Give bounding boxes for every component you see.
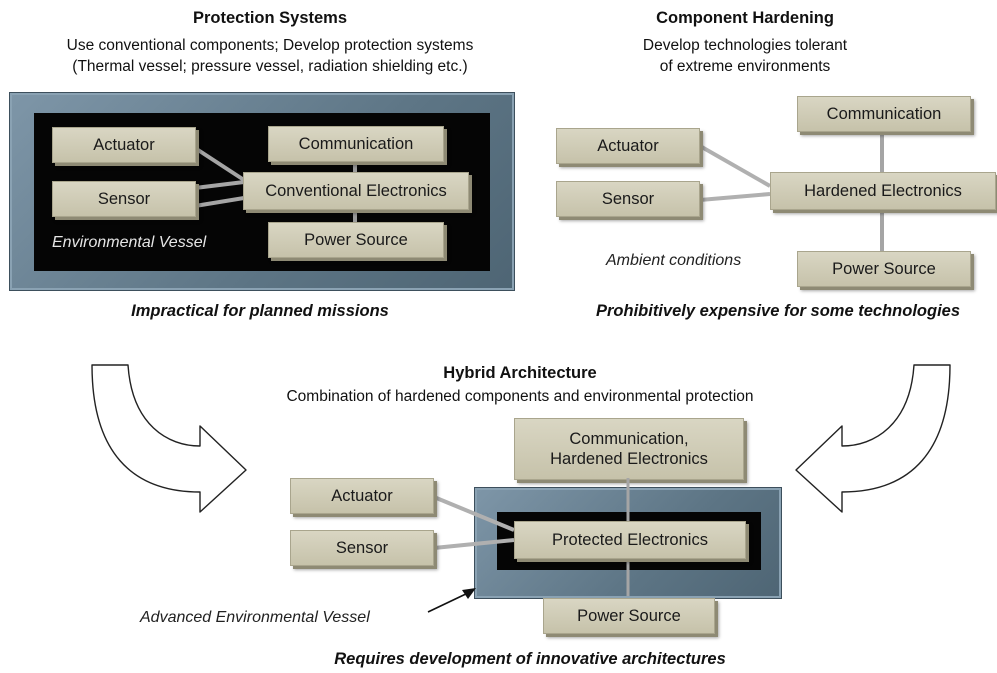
hybrid-sensor-box: Sensor <box>290 530 434 566</box>
protected-electronics-label: Protected Electronics <box>552 531 708 549</box>
hybrid-communication-label-line1: Communication, <box>569 430 689 448</box>
hybrid-communication-box: Communication, Hardened Electronics <box>514 418 744 480</box>
hardening-actuator-label: Actuator <box>597 137 659 155</box>
protection-subtitle-line1: Use conventional components; Develop pro… <box>66 37 474 54</box>
conventional-electronics-box: Conventional Electronics <box>243 172 469 210</box>
hardening-actuator-box: Actuator <box>556 128 700 164</box>
conventional-electronics-label: Conventional Electronics <box>265 182 447 200</box>
hybrid-communication-label-line2: Hardened Electronics <box>550 450 708 468</box>
sensor-box: Sensor <box>52 181 196 217</box>
vessel-pointer-arrowhead <box>462 588 476 599</box>
hybrid-caption: Requires development of innovative archi… <box>334 650 726 668</box>
actuator-box: Actuator <box>52 127 196 163</box>
protection-subtitle-line2: (Thermal vessel; pressure vessel, radiat… <box>72 58 468 75</box>
hardened-electronics-box: Hardened Electronics <box>770 172 996 210</box>
hardening-communication-label: Communication <box>826 105 942 123</box>
hybrid-actuator-box: Actuator <box>290 478 434 514</box>
hybrid-title: Hybrid Architecture <box>443 364 597 382</box>
hardening-sensor-box: Sensor <box>556 181 700 217</box>
hardening-subtitle-line2: of extreme environments <box>659 58 831 75</box>
hybrid-sensor-label: Sensor <box>335 539 389 557</box>
hybrid-subtitle: Combination of hardened components and e… <box>286 388 754 405</box>
hardened-electronics-label: Hardened Electronics <box>804 182 962 200</box>
protection-caption: Impractical for planned missions <box>131 302 389 320</box>
hybrid-power-source-box: Power Source <box>543 598 715 634</box>
right-curved-arrow <box>795 364 951 513</box>
sensor-label: Sensor <box>97 190 151 208</box>
hardening-sensor-label: Sensor <box>601 190 655 208</box>
advanced-vessel-label: Advanced Environmental Vessel <box>140 609 370 626</box>
protected-electronics-box: Protected Electronics <box>514 521 746 559</box>
communication-label: Communication <box>298 135 414 153</box>
hardening-title: Component Hardening <box>656 9 834 27</box>
hardening-subtitle-line1: Develop technologies tolerant <box>642 37 848 54</box>
protection-title: Protection Systems <box>192 9 348 27</box>
hardening-power-source-box: Power Source <box>797 251 971 287</box>
power-source-label: Power Source <box>304 231 408 249</box>
ambient-conditions-label: Ambient conditions <box>606 252 742 269</box>
actuator-label: Actuator <box>93 136 155 154</box>
communication-box: Communication <box>268 126 444 162</box>
environmental-vessel-label: Environmental Vessel <box>52 234 207 251</box>
power-source-box: Power Source <box>268 222 444 258</box>
hybrid-actuator-label: Actuator <box>331 487 393 505</box>
vessel-pointer-line <box>427 591 471 613</box>
hardening-caption: Prohibitively expensive for some technol… <box>595 302 961 320</box>
left-curved-arrow <box>91 364 247 513</box>
hardening-power-source-label: Power Source <box>832 260 936 278</box>
hybrid-power-source-label: Power Source <box>577 607 681 625</box>
hardening-communication-box: Communication <box>797 96 971 132</box>
